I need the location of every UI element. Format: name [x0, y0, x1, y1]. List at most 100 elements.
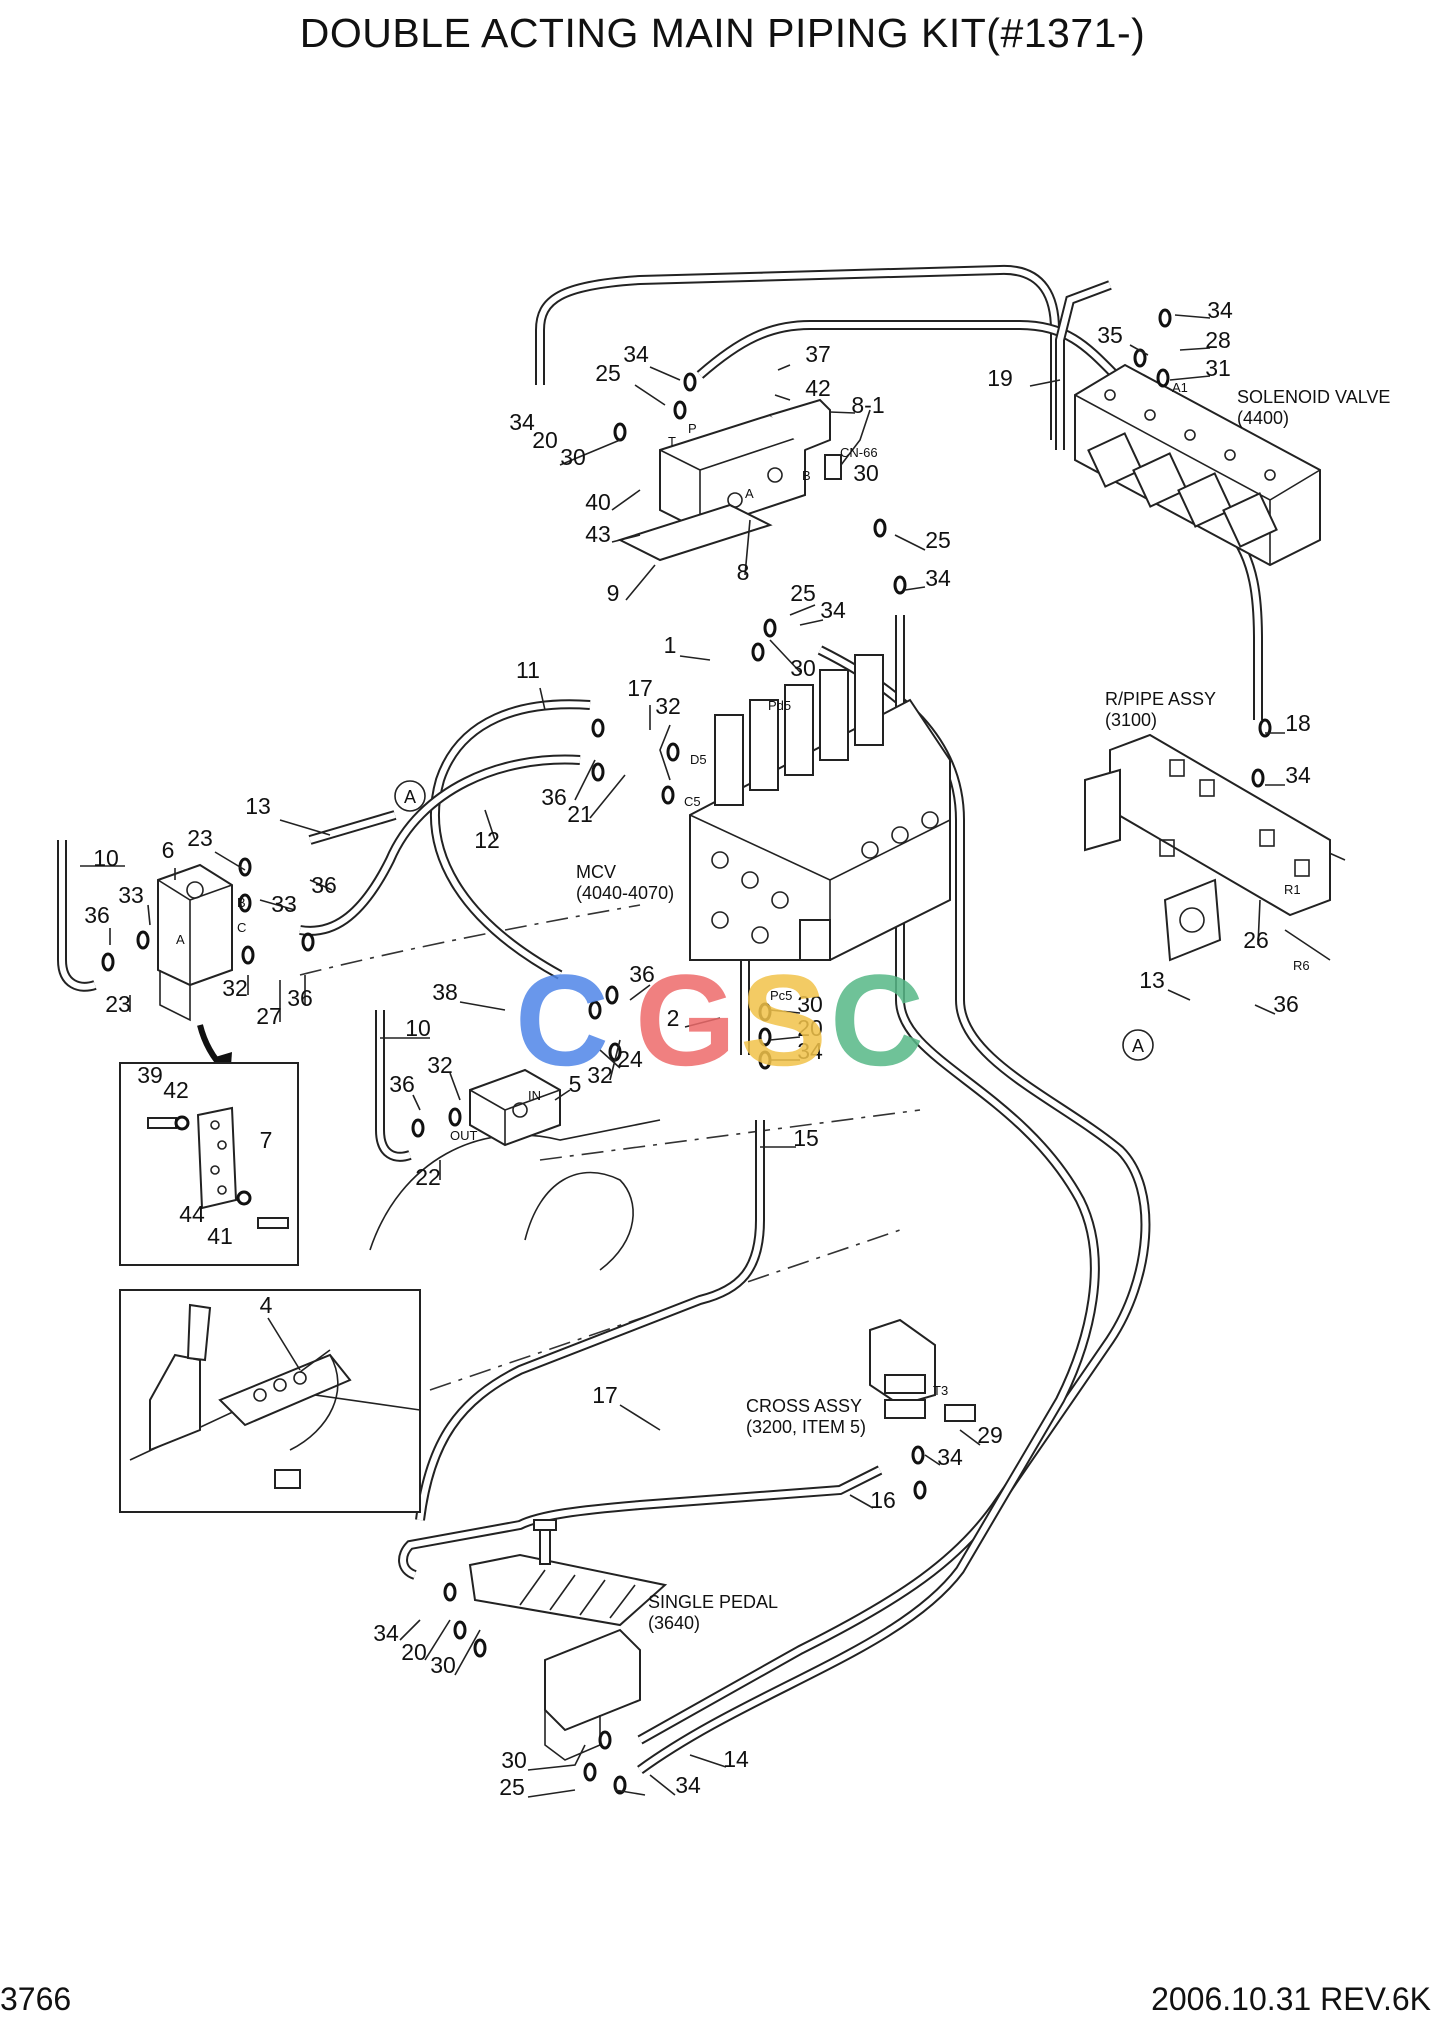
o-ring — [473, 1638, 487, 1658]
part-number-41: 41 — [207, 1223, 233, 1249]
part-number-25: 25 — [925, 527, 951, 553]
o-ring — [1158, 308, 1172, 328]
part-number-8-1: 8-1 — [851, 392, 884, 418]
cross-assembly — [869, 1318, 976, 1422]
o-ring — [1258, 718, 1272, 738]
part-number-6: 6 — [162, 837, 175, 863]
o-ring — [583, 1762, 597, 1782]
valve-8 — [617, 398, 871, 562]
part-number-32: 32 — [655, 693, 681, 719]
part-number-33: 33 — [118, 882, 144, 908]
o-ring — [605, 985, 619, 1005]
o-ring — [443, 1582, 457, 1602]
o-ring — [613, 422, 627, 442]
rpipe-assembly — [1084, 733, 1331, 962]
part-number-20: 20 — [532, 427, 558, 453]
o-ring — [411, 1118, 425, 1138]
part-number-17: 17 — [627, 675, 653, 701]
revision-date: 2006.10.31 REV.6K — [1151, 1981, 1431, 2017]
port-r6: R6 — [1293, 958, 1310, 973]
part-number-36: 36 — [629, 961, 655, 987]
o-ring — [591, 718, 605, 738]
part-number-22: 22 — [415, 1164, 441, 1190]
part-number-34: 34 — [1285, 762, 1311, 788]
o-ring — [238, 893, 252, 913]
rpipe-label: R/PIPE ASSY — [1105, 689, 1216, 709]
part-number-37: 37 — [805, 341, 831, 367]
page-title: DOUBLE ACTING MAIN PIPING KIT(#1371-) — [299, 10, 1146, 56]
o-ring — [763, 618, 777, 638]
port-pd5: Pd5 — [768, 698, 791, 713]
part-number-34: 34 — [373, 1620, 399, 1646]
o-ring — [453, 1620, 467, 1640]
part-number-28: 28 — [1205, 327, 1231, 353]
hoses — [57, 264, 1263, 1775]
port-a: A — [745, 486, 754, 501]
o-ring — [588, 1000, 602, 1020]
watermark-letter-4: C — [830, 947, 924, 1093]
part-number-42: 42 — [805, 375, 831, 401]
part-number-34: 34 — [925, 565, 951, 591]
block-5 — [469, 1068, 561, 1147]
port-out: OUT — [450, 1128, 478, 1143]
o-ring — [751, 642, 765, 662]
part-number-30: 30 — [501, 1747, 527, 1773]
reference-markers: A A — [394, 780, 1154, 1061]
solenoid-valve-code: (4400) — [1237, 408, 1289, 428]
part-number-31: 31 — [1205, 355, 1231, 381]
rpipe-code: (3100) — [1105, 710, 1157, 730]
part-number-5: 5 — [569, 1071, 582, 1097]
single-pedal-label: SINGLE PEDAL — [648, 1592, 778, 1612]
part-number-13: 13 — [245, 793, 271, 819]
port-labels: CN-66 A1 Pd5 D5 C5 Pc5 R1 R6 IN OUT T3 T… — [176, 380, 1310, 1398]
port-t: T — [668, 434, 676, 449]
o-ring — [136, 930, 150, 950]
part-number-35: 35 — [1097, 322, 1123, 348]
o-ring — [101, 952, 115, 972]
o-ring — [673, 400, 687, 420]
part-number-21: 21 — [567, 801, 593, 827]
solenoid-valve-label: SOLENOID VALVE — [1237, 387, 1390, 407]
port-r1: R1 — [1284, 882, 1301, 897]
part-number-1: 1 — [664, 632, 677, 658]
part-number-33: 33 — [271, 891, 297, 917]
port-b: B — [802, 468, 811, 483]
part-number-34: 34 — [937, 1444, 963, 1470]
solenoid-valve — [1074, 363, 1321, 567]
o-ring — [1156, 368, 1170, 388]
o-ring — [613, 1775, 627, 1795]
o-ring — [893, 575, 907, 595]
part-number-34: 34 — [820, 597, 846, 623]
part-number-34: 34 — [1207, 297, 1233, 323]
part-number-36: 36 — [84, 902, 110, 928]
o-ring — [666, 742, 680, 762]
watermark-letter-1: C — [515, 947, 609, 1093]
o-ring — [598, 1730, 612, 1750]
ref-a-right: A — [1132, 1036, 1144, 1056]
part-number-42: 42 — [163, 1077, 189, 1103]
part-number-20: 20 — [797, 1015, 823, 1041]
inset-cab-detail — [119, 1289, 421, 1513]
part-number-32: 32 — [222, 975, 248, 1001]
part-number-20: 20 — [401, 1639, 427, 1665]
part-number-30: 30 — [790, 655, 816, 681]
mcv-code: (4040-4070) — [576, 883, 674, 903]
o-ring — [758, 1027, 772, 1047]
part-number-19: 19 — [987, 365, 1013, 391]
part-number-36: 36 — [541, 784, 567, 810]
part-number-23: 23 — [105, 991, 131, 1017]
o-ring — [661, 785, 675, 805]
part-number-38: 38 — [432, 979, 458, 1005]
part-number-39: 39 — [137, 1062, 163, 1088]
ref-a-top: A — [404, 787, 416, 807]
block-6 — [157, 863, 233, 1080]
port-cn66: CN-66 — [840, 445, 878, 460]
watermark-logo: C G S C — [515, 947, 924, 1093]
o-ring — [911, 1445, 925, 1465]
watermark-letter-3: S — [740, 947, 827, 1093]
part-number-9: 9 — [607, 580, 620, 606]
leader-lines — [80, 314, 1285, 1798]
part-number-32: 32 — [587, 1062, 613, 1088]
inset-plate-detail — [119, 1062, 299, 1266]
